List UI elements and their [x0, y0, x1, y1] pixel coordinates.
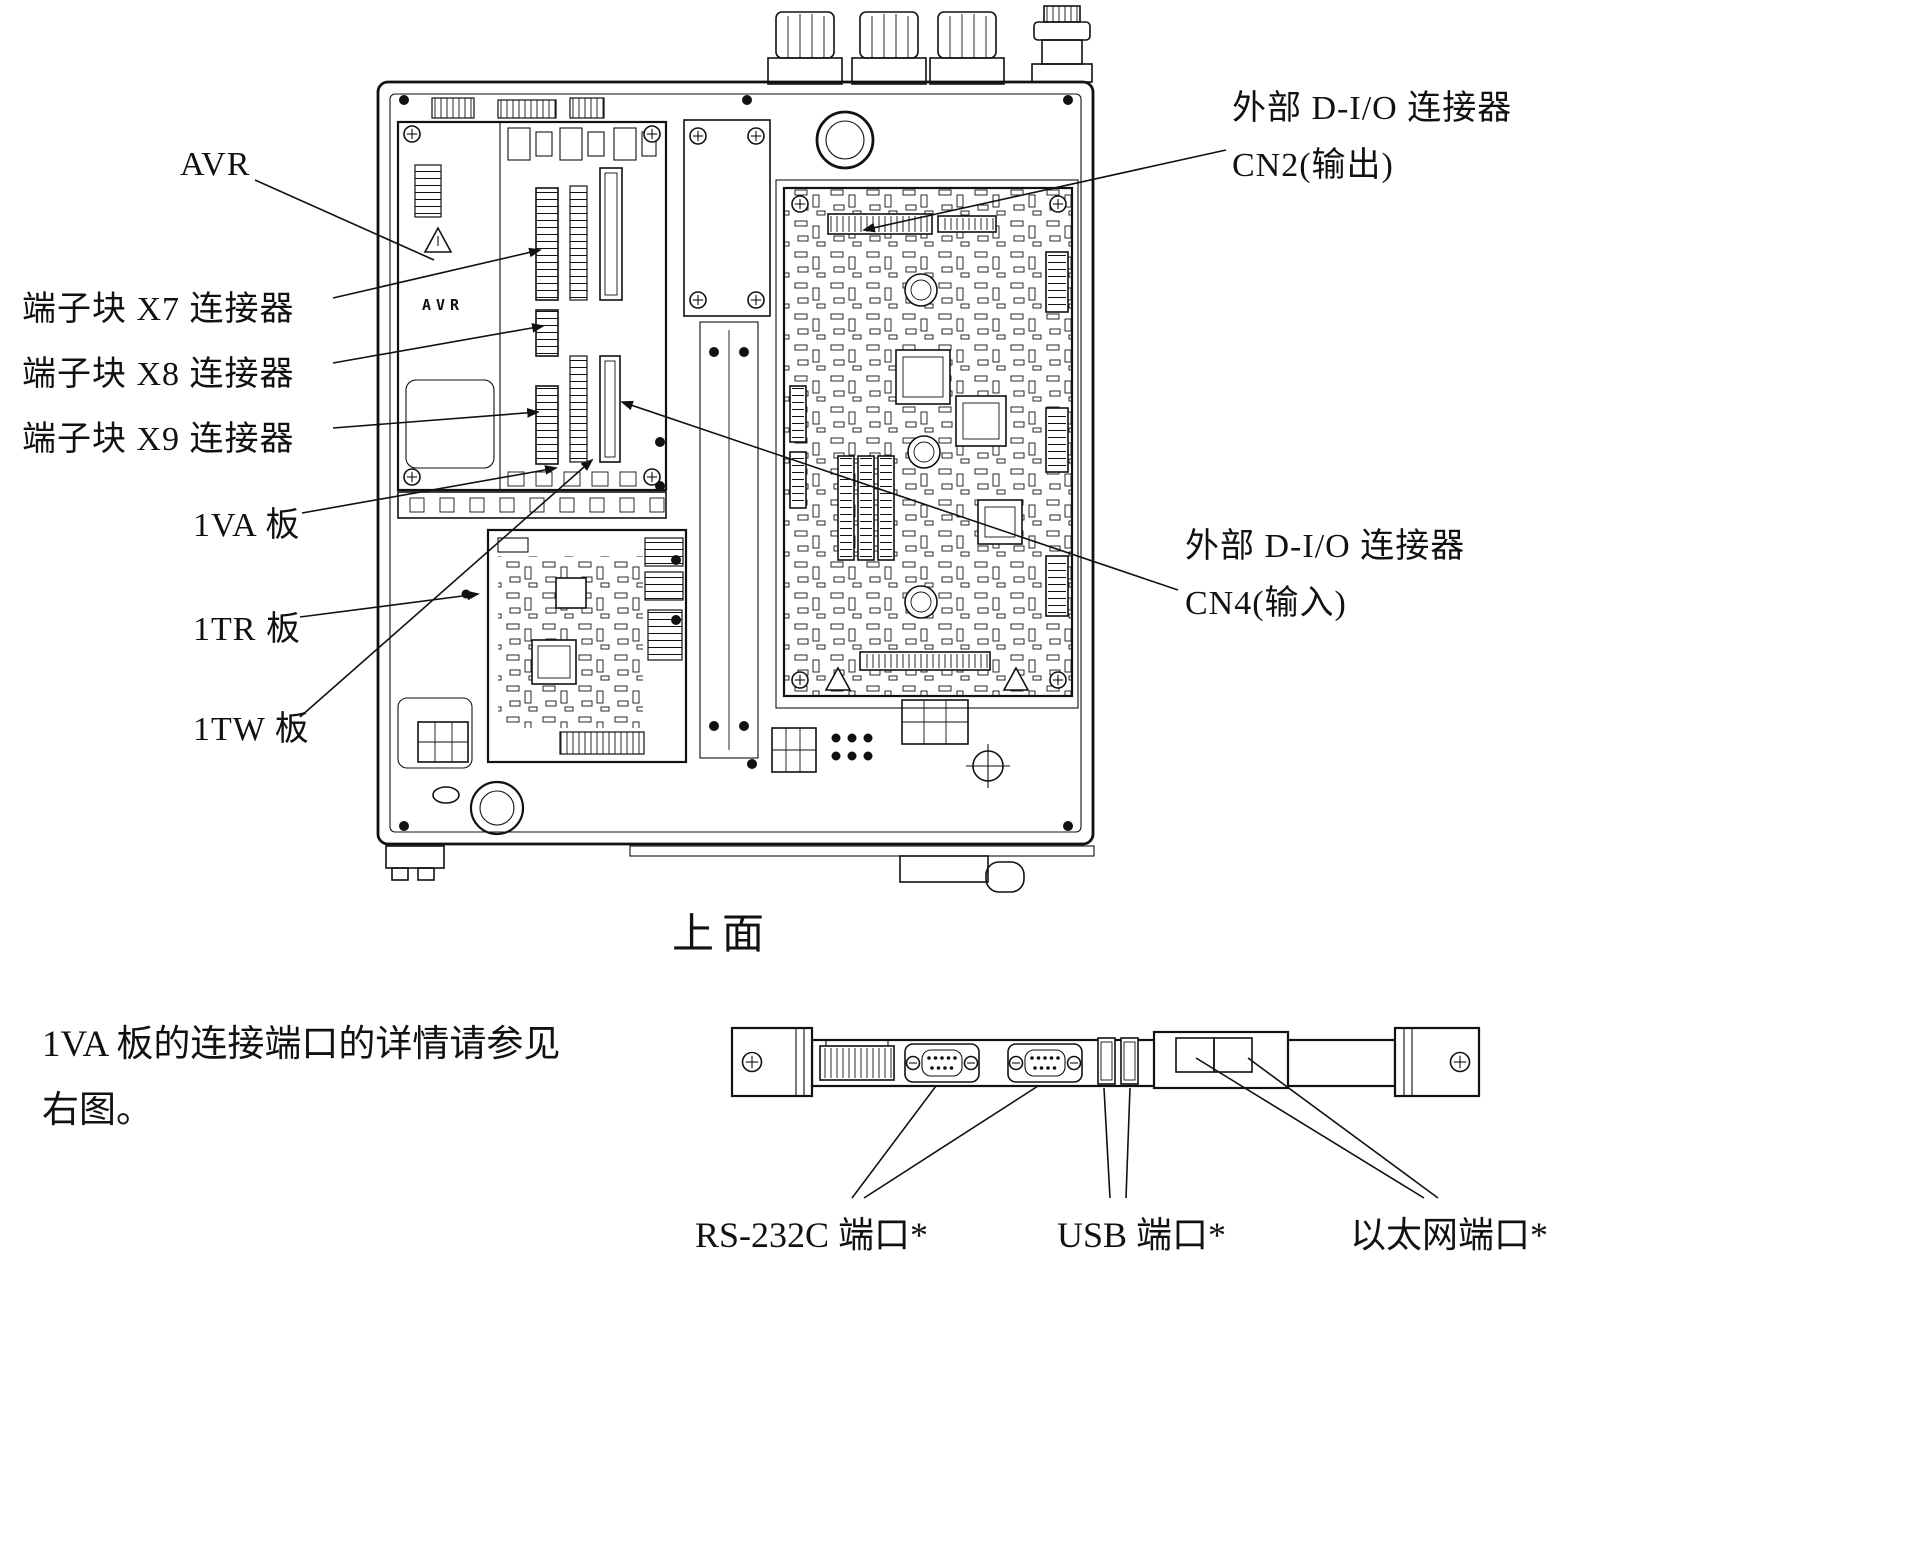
label-cn4: 外部 D-I/O 连接器 CN4(输入) [1185, 518, 1465, 632]
note-line1: 1VA 板的连接端口的详情请参见 [42, 1024, 561, 1065]
leader-x8 [332, 323, 545, 364]
center-bracket [683, 119, 771, 759]
note-line2: 右图。 [42, 1090, 153, 1131]
leader-x7 [332, 247, 542, 299]
avr-module: AVR [396, 120, 668, 492]
usb-ports [1097, 1037, 1139, 1085]
label-cn2-line1: 外部 D-I/O 连接器 [1232, 90, 1513, 127]
leader-lines-top-view [254, 149, 1227, 718]
avr-board-marking: AVR [422, 296, 464, 314]
terminal-block-x9 [535, 385, 559, 465]
leader-usb-2 [1125, 1087, 1131, 1199]
leader-ethernet-2 [1247, 1057, 1439, 1199]
leader-usb-1 [1103, 1087, 1111, 1199]
leader-avr [254, 179, 435, 261]
top-view-caption: 上面 [672, 912, 773, 958]
top-vent-units [767, 11, 1005, 85]
label-cn2-line2: CN2(输出) [1232, 147, 1394, 184]
warning-triangle-icon [423, 226, 453, 253]
leader-cn2 [862, 149, 1227, 233]
chassis-lower-left [397, 697, 525, 836]
leader-va [301, 465, 558, 514]
note-text: 1VA 板的连接端口的详情请参见 右图。 [42, 1012, 560, 1144]
label-avr: AVR [180, 146, 251, 183]
port-strip [730, 1026, 1481, 1098]
terminal-block-x7 [535, 187, 559, 301]
label-1tr-board: 1TR 板 [193, 611, 301, 648]
label-ethernet-port: 以太网端口* [1350, 1215, 1549, 1255]
terminal-blocks [397, 167, 667, 519]
chassis-lower-right [771, 699, 1010, 788]
leader-tr [299, 590, 480, 618]
enclosure-feet [385, 845, 1095, 893]
label-1va-board: 1VA 板 [193, 507, 301, 544]
leader-cn4 [620, 400, 1179, 591]
leader-tw [299, 458, 594, 718]
leader-ethernet-1 [1195, 1057, 1425, 1199]
label-usb-port: USB 端口* [1057, 1215, 1227, 1255]
label-cn4-line2: CN4(输入) [1185, 585, 1347, 622]
terminal-block-x8 [535, 309, 559, 357]
tr-board [461, 528, 688, 764]
leader-rs232c-1 [851, 1085, 937, 1199]
warning-triangle-icon [1002, 666, 1030, 691]
warning-triangle-icon [824, 666, 852, 691]
rs232c-port-1 [904, 1043, 980, 1083]
ethernet-port [1152, 1030, 1290, 1090]
leader-rs232c-2 [863, 1085, 1039, 1199]
enclosure [376, 80, 1095, 846]
main-pcb [775, 179, 1079, 709]
label-terminal-block-x9: 端子块 X9 连接器 [22, 421, 295, 458]
label-terminal-block-x8: 端子块 X8 连接器 [22, 356, 295, 393]
label-rs232c-port: RS-232C 端口* [695, 1215, 929, 1255]
label-1tw-board: 1TW 板 [193, 711, 310, 748]
label-cn4-line1: 外部 D-I/O 连接器 [1185, 528, 1466, 565]
rs232c-port-2 [1007, 1043, 1083, 1083]
label-terminal-block-x7: 端子块 X7 连接器 [22, 291, 295, 328]
leader-x9 [332, 407, 540, 429]
cn4-connectors [837, 455, 895, 561]
cable-gland [1031, 5, 1093, 83]
leader-lines-port-view [851, 1057, 1439, 1199]
label-cn2: 外部 D-I/O 连接器 CN2(输出) [1232, 80, 1512, 194]
